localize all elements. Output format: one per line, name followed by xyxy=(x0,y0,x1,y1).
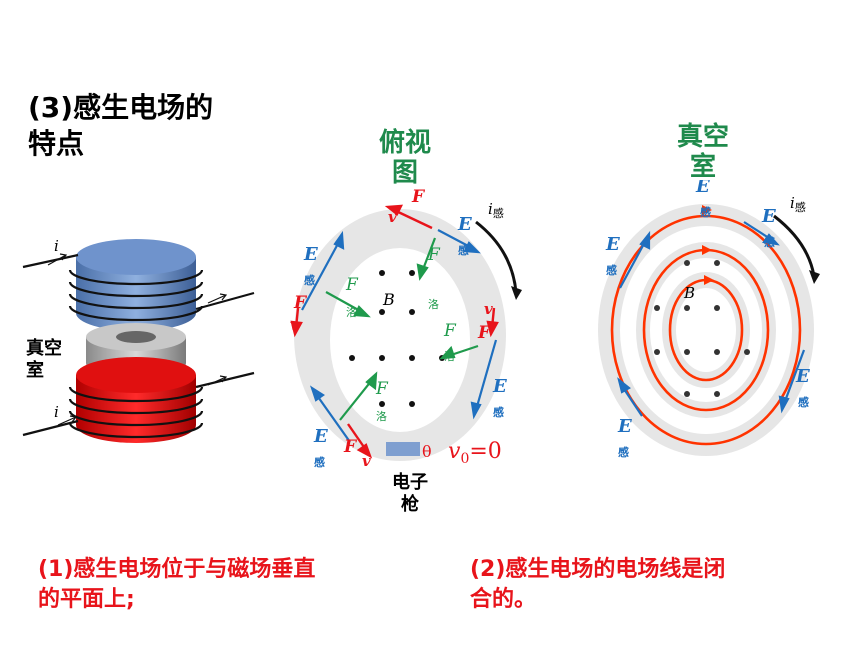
f-label-green-top: F xyxy=(427,245,441,265)
electron-gun-label: 电子 枪 xyxy=(380,472,440,516)
lower-magnet-top xyxy=(76,357,196,393)
electron-gun-line1: 电子 xyxy=(392,472,428,493)
f-label-red-right: F xyxy=(477,323,492,343)
electron-symbol: θ xyxy=(422,442,432,461)
f-label-green-bottom: F xyxy=(375,379,389,399)
v-label-right: v xyxy=(484,300,493,318)
top-view-title-line2: 图 xyxy=(391,158,418,188)
lower-magnet-body xyxy=(76,375,196,443)
electron-gun-line2: 枪 xyxy=(401,494,419,515)
note-left: (1)感生电场位于与磁场垂直 的平面上; xyxy=(38,555,438,615)
magnetic-field-dots-right xyxy=(654,260,750,397)
luo-label-right: 洛 xyxy=(444,349,455,363)
apparatus-label-line2: 室 xyxy=(26,360,44,381)
electric-field-arrows-right xyxy=(617,221,806,417)
gan-label-bottom-left: 感 xyxy=(314,455,325,469)
e-label-left-right: E xyxy=(605,234,620,255)
upper-coil xyxy=(22,253,255,322)
e-label-right-r: E xyxy=(795,366,810,387)
f-label-green-left: F xyxy=(345,275,359,295)
red-force-arrows xyxy=(290,204,499,459)
e-label-top-right: E xyxy=(457,214,472,235)
gan-label-left-right: 感 xyxy=(606,263,617,277)
gan-label-top-right: 感 xyxy=(458,243,469,257)
f-label-red-left: F xyxy=(293,293,308,313)
magnetic-field-dots xyxy=(349,270,445,407)
upper-magnet-body xyxy=(76,257,196,331)
lorentz-force-arrows xyxy=(325,237,479,421)
field-line-outer xyxy=(610,214,802,446)
current-label-top: i xyxy=(54,237,59,255)
e-label-bottom-left: E xyxy=(313,426,328,447)
apparatus-vacuum-label: 真空 室 xyxy=(26,338,76,382)
induced-current-label-right: i感 xyxy=(790,194,806,214)
luo-label-bottom: 洛 xyxy=(376,409,387,423)
note-left-line1: (1)感生电场位于与磁场垂直 xyxy=(38,557,316,582)
apparatus-label-line1: 真空 xyxy=(26,338,62,359)
field-line-arrowheads xyxy=(702,205,714,285)
orbit-inner-area xyxy=(330,248,470,432)
induced-current-label: i感 xyxy=(488,200,504,220)
electric-field-arrows xyxy=(301,229,498,443)
note-right-line2: 合的。 xyxy=(470,587,537,612)
e-label-bottom-left-r: E xyxy=(617,416,632,437)
f-label-red-bottom: F xyxy=(343,437,358,457)
section-heading: (3)感生电场的 特点 xyxy=(28,90,258,162)
top-view-title-line1: 俯视 xyxy=(378,128,431,158)
f-label-red-top: F xyxy=(411,187,426,207)
upper-magnet-top xyxy=(76,239,196,275)
induced-current-arc-right xyxy=(773,214,816,277)
gan-label-bottom-left-r: 感 xyxy=(618,445,629,459)
note-right-line1: (2)感生电场的电场线是闭 xyxy=(470,557,726,582)
e-label-left: E xyxy=(303,244,318,265)
luo-label-top: 洛 xyxy=(428,297,439,311)
betatron-apparatus-diagram: i i xyxy=(22,237,255,443)
note-right: (2)感生电场的电场线是闭 合的。 xyxy=(470,555,840,615)
gan-label-right-r: 感 xyxy=(798,395,809,409)
current-label-bottom: i xyxy=(54,403,59,421)
e-label-top-center: E xyxy=(695,180,710,197)
v-label-top: v xyxy=(388,208,397,226)
field-label-b-right: B xyxy=(683,284,695,302)
vacuum-chamber-title: 真空 室 xyxy=(658,122,748,182)
e-label-right: E xyxy=(492,376,507,397)
induced-current-arc xyxy=(475,220,518,293)
top-view-diagram: B i感 E 感 E 感 E 感 E 感 F 洛 F 洛 F 洛 F 洛 xyxy=(290,187,522,470)
initial-velocity-label: v0=0 xyxy=(448,439,502,467)
heading-line1: (3)感生电场的 xyxy=(28,91,214,124)
vacuum-chamber-title-line2: 室 xyxy=(689,152,716,182)
electron-gun xyxy=(386,442,420,456)
vacuum-chamber-title-line1: 真空 xyxy=(676,122,729,152)
lower-coil xyxy=(22,371,255,439)
top-view-title: 俯视 图 xyxy=(360,128,450,188)
note-left-line2: 的平面上; xyxy=(38,587,135,612)
heading-line2: 特点 xyxy=(28,127,85,160)
e-label-top-right-r: E xyxy=(761,206,776,227)
f-label-green-right: F xyxy=(443,321,457,341)
gan-label-right: 感 xyxy=(493,405,504,419)
gan-label-top-center: 感 xyxy=(700,205,711,219)
luo-label-left: 洛 xyxy=(346,305,357,319)
field-label-b: B xyxy=(382,290,395,309)
gan-label-left: 感 xyxy=(304,273,315,287)
gan-label-top-right-r: 感 xyxy=(764,235,775,249)
v-label-bottom: v xyxy=(362,452,371,470)
vacuum-chamber-diagram: B i感 E 感 E 感 E 感 E 感 E 感 xyxy=(598,180,820,459)
v-label-left: v xyxy=(290,316,299,334)
